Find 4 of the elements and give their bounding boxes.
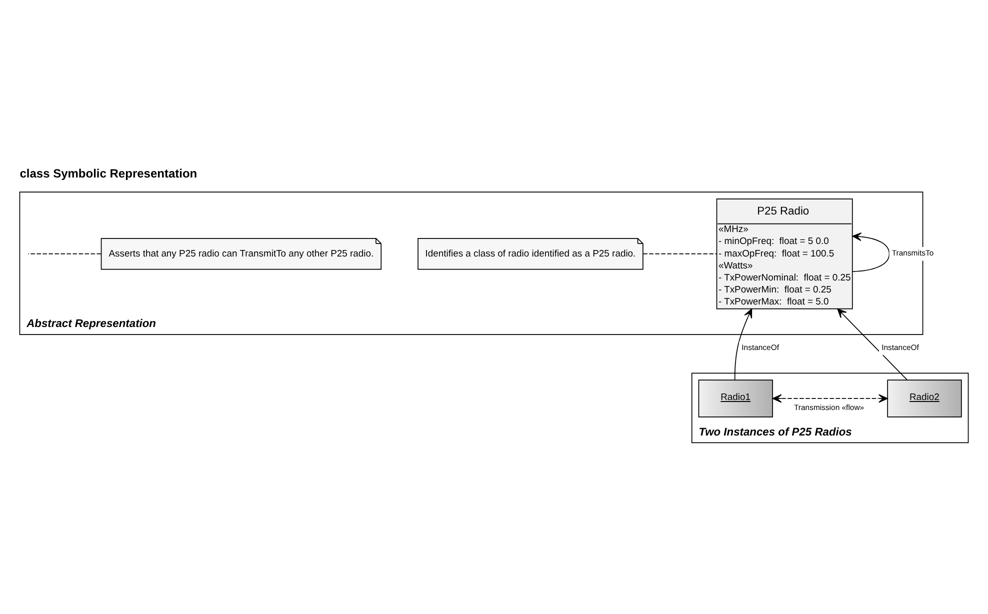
diagram-title: class Symbolic Representation <box>20 166 198 180</box>
edge-label: InstanceOf <box>882 342 919 352</box>
edge-label: InstanceOf <box>742 342 779 352</box>
edge-label: Transmission «flow» <box>794 402 864 412</box>
